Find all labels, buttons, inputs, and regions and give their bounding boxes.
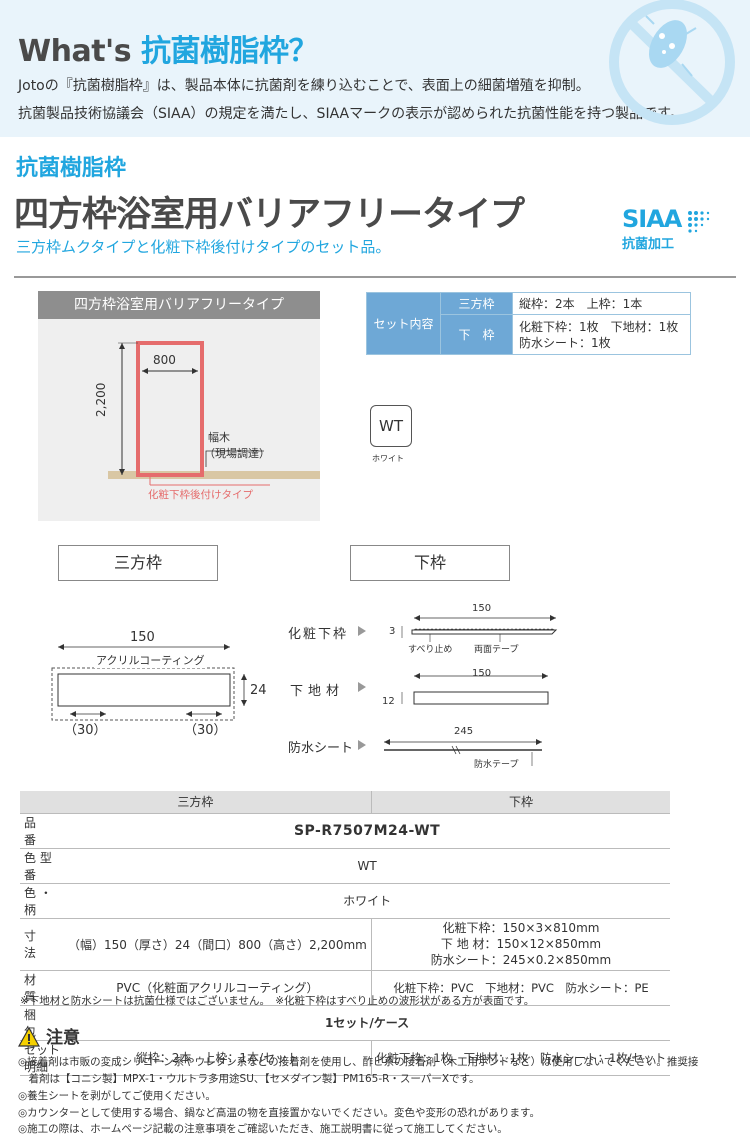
set-contents-head: セット内容 (366, 292, 441, 355)
sanpo-left-label: （30） (64, 723, 107, 738)
shita-row3-label: 防水シート (288, 741, 354, 756)
diagram-habaki-sub: （現場調達） (204, 447, 270, 460)
banner-title: What's 抗菌樹脂枠？ (18, 34, 319, 69)
spec-value: ホワイト (64, 883, 671, 919)
header-banner: What's 抗菌樹脂枠？ Jotoの『抗菌樹脂枠』は、製品本体に抗菌剤を練り込… (0, 0, 750, 137)
section-label-shita: 下枠 (350, 545, 510, 581)
shita-row3-note: 防水テープ (474, 760, 519, 770)
color-name: ホワイト (372, 454, 404, 463)
caution-line: ◎養生シートを剥がしてご使用ください。 (18, 1090, 216, 1102)
banner-description-1: Jotoの『抗菌樹脂枠』は、製品本体に抗菌剤を練り込むことで、表面上の細菌増殖を… (18, 78, 590, 94)
sanpo-right-label: （30） (184, 723, 227, 738)
caution-line: ◎カウンターとして使用する場合、鍋など高温の物を直接置かないでください。変色や変… (18, 1107, 540, 1119)
caution-line: ◎施工の際は、ホームページ記載の注意事項をご確認いただき、施工説明書に従って施工… (18, 1123, 508, 1135)
diagram-height-label: 2,200 (94, 382, 108, 417)
spec-note: ※下地材と防水シートは抗菌仕様ではございません。 ※化粧下枠はすべり止めの波形状… (20, 995, 535, 1007)
banner-description-2: 抗菌製品技術協議会（SIAA）の規定を満たし、SIAAマークの表示が認められた抗… (18, 106, 684, 122)
spec-key: 寸 法 (20, 918, 65, 971)
section-divider (14, 276, 736, 278)
shita-row1-note1: すべり止め (408, 645, 453, 655)
spec-key: 材 質 (20, 970, 65, 1006)
siaa-dots-icon (688, 211, 710, 233)
spec-value: 化粧下枠：1枚 下地材：1枚 防水シート：1枚/セット (370, 1040, 671, 1076)
spec-table: 三方枠 下枠 品 番 SP-R7507M24-WT 色 型 番 WT 色 ・ 柄… (20, 791, 671, 1076)
spec-head-left: 三方枠 (20, 791, 372, 814)
product-category: 抗菌樹脂枠 (16, 156, 127, 181)
caution-title: 注意 (46, 1028, 80, 1048)
sanpo-width-label: 150 (130, 630, 155, 645)
spec-value: WT (64, 848, 671, 884)
spec-value: 化粧下枠：PVC 下地材：PVC 防水シート：PE (370, 970, 671, 1006)
caution-heading: 注意 (18, 1023, 80, 1048)
spec-model-number: SP-R7507M24-WT (64, 813, 671, 849)
no-bacteria-icon (609, 0, 735, 125)
spec-head-right: 下枠 (370, 791, 671, 814)
set-row-label: 三方枠 (440, 292, 513, 315)
shita-row2-label: 下地材 (290, 684, 345, 699)
color-swatch: WT (370, 405, 412, 447)
set-contents-table: セット内容 三方枠 縦枠：2本 上枠：1本 下 枠 化粧下枠：1枚 下地材：1枚… (366, 292, 691, 355)
product-lead: 三方枠ムクタイプと化粧下枠後付けタイプのセット品。 (16, 238, 391, 256)
spec-key: 色 型 番 (20, 848, 65, 884)
spec-value-line: 防水シート：245×0.2×850mm (430, 953, 612, 967)
spec-value-line: 下 地 材：150×12×850mm (440, 937, 602, 951)
set-row-value-line: 防水シート：1枚 (519, 335, 611, 350)
sanpo-coating-label: アクリルコーティング (94, 652, 207, 668)
diagram-habaki-label: 幅木 (208, 431, 230, 444)
set-row-value: 縦枠：2本 上枠：1本 (512, 292, 691, 315)
frame-diagram-drawing (108, 341, 320, 486)
shita-row1-label: 化粧下枠 (288, 627, 349, 642)
shita-row3-width: 245 (454, 726, 474, 737)
caution-line: ◎接着剤は市販の変成シリコーン系やウレタン系などの接着剤を使用し、酢ビ系の接着剤… (18, 1056, 699, 1068)
spec-value-line: 化粧下枠：150×3×810mm (442, 921, 600, 935)
sanpo-height-label: 24 (250, 683, 267, 698)
shita-row1-width: 150 (472, 603, 492, 614)
spec-value: 縦枠：2本 上枠：1本/セット (64, 1040, 372, 1076)
set-row-label: 下 枠 (440, 314, 513, 355)
frame-diagram: 四方枠浴室用バリアフリータイプ 800 2,200 幅木 （現場調達） 化粧下枠… (38, 291, 320, 521)
diagram-title: 四方枠浴室用バリアフリータイプ (38, 291, 320, 319)
shita-row2-width: 150 (472, 668, 492, 679)
set-row-value-line: 化粧下枠：1枚 下地材：1枚 (519, 319, 679, 334)
siaa-kako: 抗菌加工 (622, 237, 675, 252)
spec-key: 色 ・ 柄 (20, 883, 65, 919)
section-label-sanpo: 三方枠 (58, 545, 218, 581)
siaa-logo: SIAA (622, 205, 682, 233)
diagram-width-label: 800 (153, 353, 176, 367)
diagram-note: 化粧下枠後付けタイプ (148, 489, 253, 501)
shita-row1-note2: 両面テープ (474, 645, 519, 655)
product-title: 四方枠浴室用バリアフリータイプ (14, 195, 525, 235)
cross-section-drawings (51, 615, 558, 766)
spec-value: PVC（化粧面アクリルコーティング） (64, 970, 372, 1006)
siaa-mark: SIAA 抗菌加工 (622, 205, 722, 252)
set-row-value: 化粧下枠：1枚 下地材：1枚 防水シート：1枚 (512, 314, 691, 355)
spec-value: 化粧下枠：150×3×810mm 下 地 材：150×12×850mm 防水シー… (370, 918, 671, 971)
caution-line: 着剤は【コニシ製】MPX-1・ウルトラ多用途SU、【セメダイン製】PM165-R… (18, 1073, 480, 1085)
shita-row2-height: 12 (382, 696, 395, 707)
warning-icon (18, 1027, 40, 1047)
spec-key: 品 番 (20, 813, 65, 849)
shita-row1-height: 3 (389, 626, 396, 637)
spec-value: 1セット/ケース (64, 1005, 671, 1041)
spec-value: （幅）150（厚さ）24（間口）800（高さ）2,200mm (64, 918, 372, 971)
